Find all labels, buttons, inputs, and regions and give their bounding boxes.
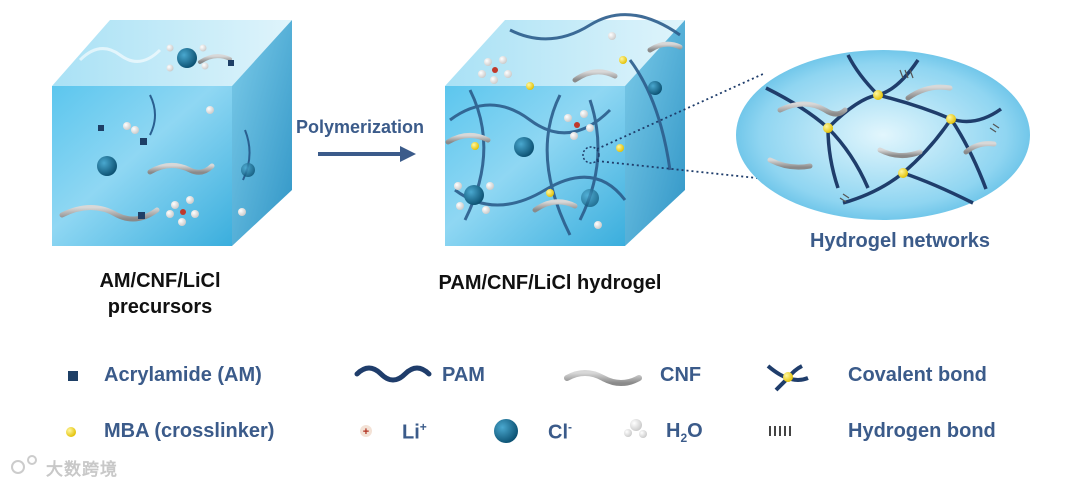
pam-icon [354,365,432,383]
precursor-cube [52,20,292,246]
arrow-label: Polymerization [296,117,425,137]
h2o-h: H [666,420,681,442]
h2o-o: O [687,420,703,442]
precursor-caption-line2: precursors [107,296,213,318]
precursor-caption: AM/CNF/LiCl precursors [60,268,260,320]
polymerization-arrow [318,146,416,162]
mba-icon [66,427,76,437]
cl-text: Cl [548,421,568,444]
li-sup: + [419,420,427,434]
legend-am-label: Acrylamide (AM) [104,364,262,386]
acrylamide-icon [68,371,78,381]
legend-hbond-label: Hydrogen bond [848,420,996,442]
cl-sup: - [568,420,572,434]
hydrogen-bond-icon [769,426,791,436]
h2o-icon [624,419,647,438]
legend-li-label: Li+ [402,420,427,445]
legend-pam-label: PAM [442,364,485,386]
hydrogel-caption: PAM/CNF/LiCl hydrogel [438,272,662,294]
network-caption: Hydrogel networks [809,230,991,252]
legend-cnf-label: CNF [660,364,702,386]
li-text: Li [402,421,420,444]
h2o-sub: 2 [680,431,688,445]
svg-text:+: + [363,426,369,438]
legend-mba-label: MBA (crosslinker) [104,420,275,442]
legend-covalent-label: Covalent bond [848,364,987,386]
cnf-icon [564,370,642,386]
watermark-text: 大数跨境 [46,460,118,479]
watermark-logo [11,455,37,474]
legend-icons: + [66,364,809,443]
legend-cl-label: Cl- [548,420,572,445]
precursor-caption-line1: AM/CNF/LiCl [99,270,221,292]
covalent-bond-icon [766,364,809,392]
hydrogel-cube [445,13,685,246]
legend-h2o-label: H2O [666,420,703,445]
cl-icon [494,419,518,443]
network-ellipse [736,50,1030,220]
li-icon: + [360,425,372,438]
